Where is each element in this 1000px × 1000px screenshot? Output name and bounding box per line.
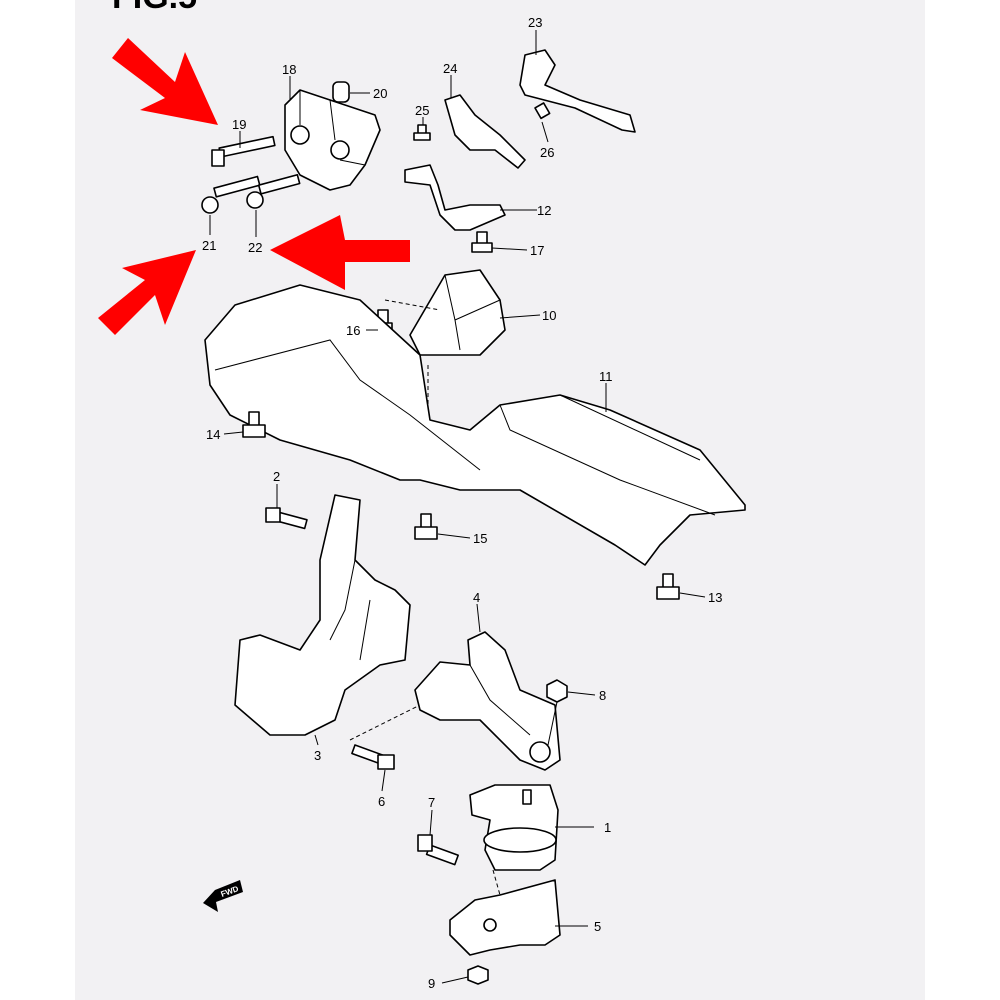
callout-24: 24 (443, 61, 457, 76)
callout-17: 17 (530, 243, 544, 258)
part-26-bolt (534, 102, 551, 120)
part-2-bolt (265, 507, 308, 530)
callout-4: 4 (473, 590, 480, 605)
red-arrow-right-icon (270, 215, 410, 290)
part-22-bolt (246, 174, 301, 209)
callout-21: 21 (202, 238, 216, 253)
part-3-bracket (234, 494, 411, 736)
callout-16: 16 (346, 323, 360, 338)
callout-23: 23 (528, 15, 542, 30)
part-6-bolt (351, 744, 395, 770)
callout-22: 22 (248, 240, 262, 255)
part-23-bracket (519, 49, 636, 133)
callout-19: 19 (232, 117, 246, 132)
callout-18: 18 (282, 62, 296, 77)
callout-3: 3 (314, 748, 321, 763)
part-11-crossmember (204, 284, 746, 566)
part-9-nut (467, 965, 489, 985)
callout-26: 26 (540, 145, 554, 160)
part-12-bracket (404, 164, 506, 231)
part-14-bolt (242, 411, 266, 438)
part-17-bolt (471, 231, 493, 253)
callout-labels: 1 2 3 4 5 6 7 8 9 10 11 12 13 14 15 16 1… (202, 15, 722, 991)
part-20-collar (332, 81, 350, 103)
part-10-mount (409, 269, 506, 356)
part-18-bracket (284, 89, 381, 191)
red-arrow-bottom-left-icon (98, 250, 196, 335)
figure-title: FIG.5 (112, 0, 197, 17)
red-arrow-top-left-icon (112, 38, 218, 125)
part-7-bolt (417, 834, 459, 866)
part-1-engine-mount (469, 784, 559, 871)
callout-25: 25 (415, 103, 429, 118)
part-15-bolt (414, 513, 438, 540)
callout-11: 11 (599, 369, 613, 384)
callout-6: 6 (378, 794, 385, 809)
callout-12: 12 (537, 203, 551, 218)
part-21-bolt (201, 175, 261, 214)
callout-7: 7 (428, 795, 435, 810)
part-5-bracket (449, 879, 561, 956)
callout-20: 20 (373, 86, 387, 101)
part-25-bolt (413, 124, 431, 141)
callout-14: 14 (206, 427, 220, 442)
callout-13: 13 (708, 590, 722, 605)
part-8-nut (546, 679, 568, 746)
callout-2: 2 (273, 469, 280, 484)
callout-1: 1 (604, 820, 611, 835)
callout-9: 9 (428, 976, 435, 991)
callout-10: 10 (542, 308, 556, 323)
callout-8: 8 (599, 688, 606, 703)
callout-15: 15 (473, 531, 487, 546)
part-24-bracket (444, 94, 526, 169)
part-19-bolt (211, 135, 276, 167)
part-13-bolt (656, 573, 680, 600)
part-4-bracket (414, 631, 561, 771)
fwd-arrow-icon: FWD (203, 880, 243, 912)
callout-5: 5 (594, 919, 601, 934)
